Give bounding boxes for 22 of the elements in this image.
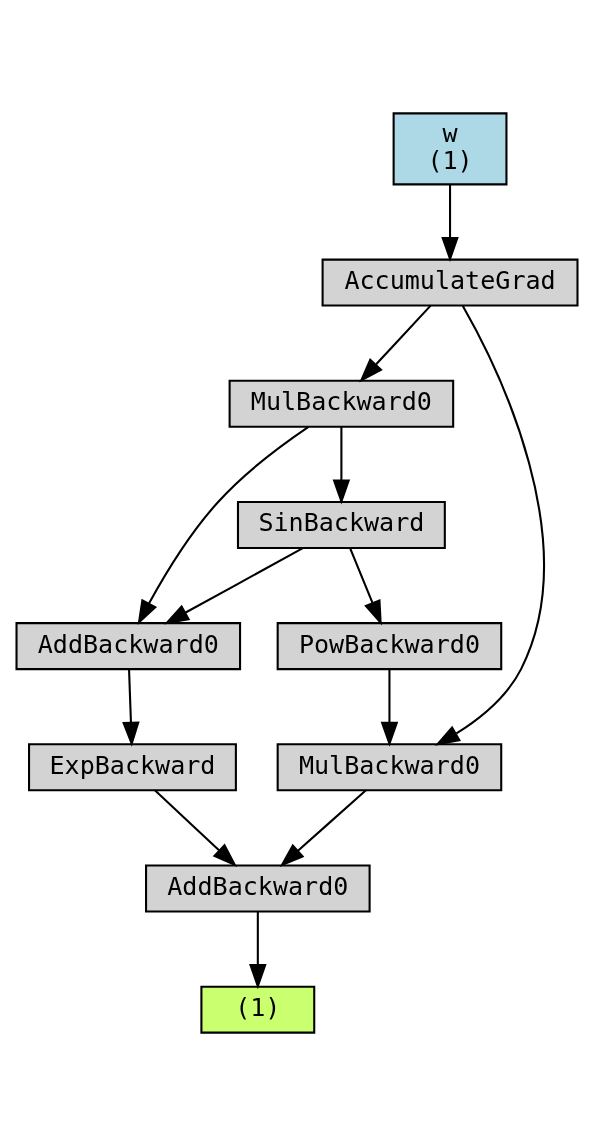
node-box: ExpBackward <box>28 742 237 791</box>
arrow <box>349 547 382 625</box>
arrow <box>332 426 351 504</box>
arrow <box>164 546 304 624</box>
node-box: MulBackward0 <box>276 742 503 791</box>
arrow <box>137 425 310 625</box>
arrow <box>249 911 267 989</box>
node-box: AddBackward0 <box>15 621 242 670</box>
arrow <box>154 789 238 867</box>
node-box: PowBackward0 <box>276 621 503 670</box>
node-box: AddBackward0 <box>145 863 371 912</box>
arrow <box>359 304 432 382</box>
node-box: SinBackward <box>236 500 446 549</box>
arrow <box>279 789 367 867</box>
node-box: MulBackward0 <box>228 379 455 428</box>
node-box: AccumulateGrad <box>321 258 579 307</box>
arrow <box>380 668 399 747</box>
node-box: (1) <box>200 985 316 1034</box>
arrow <box>434 305 545 746</box>
arrow <box>122 668 140 747</box>
node-box: w (1) <box>392 111 508 185</box>
arrow <box>441 184 459 262</box>
